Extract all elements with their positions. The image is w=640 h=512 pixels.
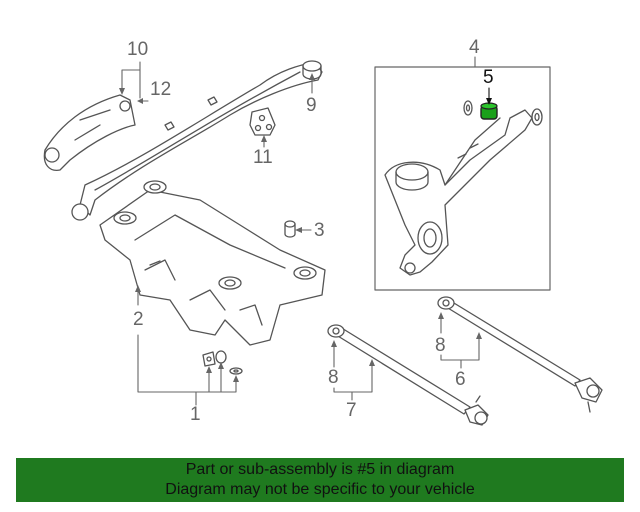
- part-5-bushing-highlighted: [480, 102, 498, 120]
- callout-6: 6: [455, 369, 466, 390]
- banner-line-1: Part or sub-assembly is #5 in diagram: [185, 461, 455, 478]
- callout-11: 11: [253, 147, 273, 168]
- callout-8-left: 8: [328, 367, 339, 388]
- callout-12: 12: [150, 79, 172, 100]
- callout-3: 3: [314, 220, 325, 241]
- part-6-lateral-link: [437, 296, 603, 413]
- part-7-lateral-link: [327, 324, 489, 426]
- callout-9: 9: [306, 95, 317, 116]
- callout-8-right: 8: [435, 335, 446, 356]
- part-11-bracket: [249, 107, 276, 136]
- part-10-upper-arm: [43, 94, 136, 171]
- callout-7: 7: [346, 400, 357, 421]
- arrowheads: [119, 73, 492, 382]
- part-4-knuckle-assembly: [384, 100, 543, 276]
- callout-1: 1: [190, 404, 201, 425]
- callout-5: 5: [483, 67, 494, 88]
- part-4-inset-box: [374, 66, 551, 291]
- crossmember-beam: [71, 61, 323, 221]
- info-banner: Part or sub-assembly is #5 in diagram Di…: [16, 458, 624, 502]
- part-3-sleeve: [284, 220, 296, 238]
- banner-line-2: Diagram may not be specific to your vehi…: [165, 481, 475, 498]
- callout-10: 10: [127, 39, 149, 60]
- parts-diagram: [43, 56, 603, 426]
- callout-2: 2: [133, 309, 144, 330]
- callout-4: 4: [469, 37, 480, 58]
- part-1-hardware: [202, 350, 243, 375]
